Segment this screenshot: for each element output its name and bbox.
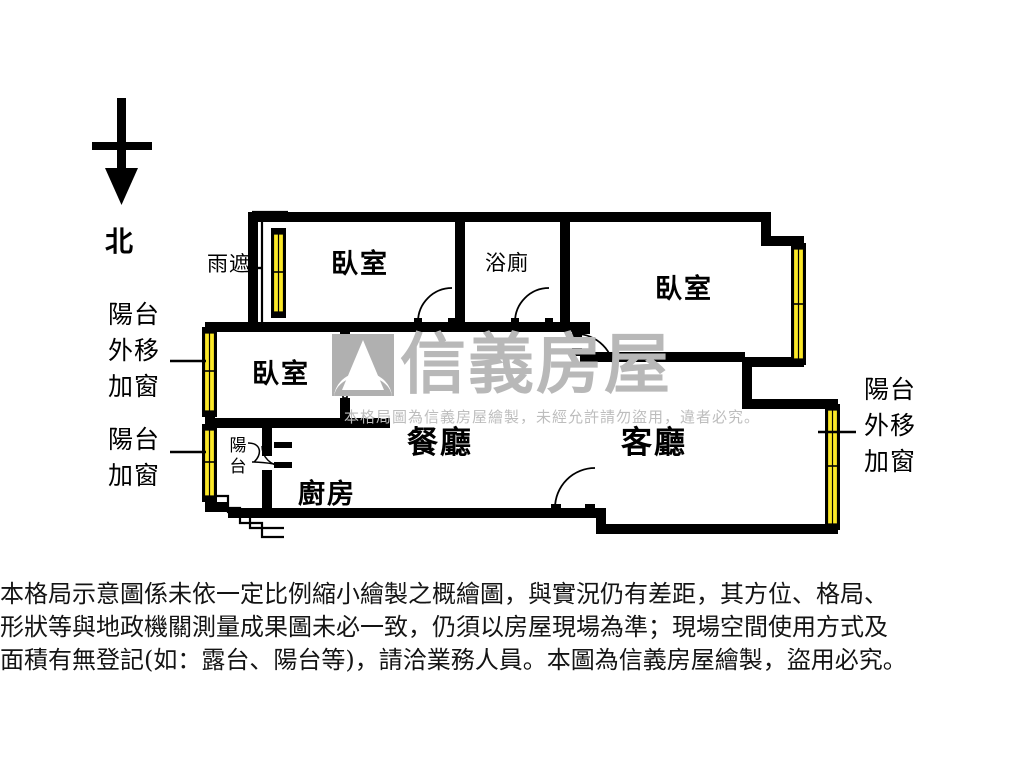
label-left-balcony-window-l2: 加窗	[108, 461, 161, 490]
north-label: 北	[105, 225, 134, 258]
label-left-balcony-extend-l3: 加窗	[108, 372, 161, 401]
label-right-balcony-extend: 陽台 外移 加窗	[864, 372, 916, 480]
window-left-upper	[202, 327, 217, 417]
room-label-bedroom-mid-left: 臥室	[252, 359, 310, 390]
label-left-balcony-window: 陽台 加窗	[108, 422, 160, 494]
leader-lines	[170, 266, 856, 454]
label-right-balcony-extend-l1: 陽台	[864, 375, 917, 404]
label-left-balcony-extend-l1: 陽台	[108, 300, 161, 329]
sliding-door-bedroom	[341, 344, 349, 402]
label-inner-balcony: 陽 台	[228, 436, 248, 478]
label-right-balcony-extend-l3: 加窗	[864, 447, 917, 476]
label-right-balcony-extend-l2: 外移	[864, 411, 917, 440]
disclaimer-line-2: 形狀等與地政機關測量成果圖未必一致，仍須以房屋現場為準；現場空間使用方式及	[0, 613, 888, 641]
label-inner-balcony-l2: 台	[229, 457, 247, 477]
room-label-kitchen: 廚房	[298, 479, 356, 510]
label-inner-balcony-l1: 陽	[229, 436, 247, 456]
label-rain-shield: 雨遮	[207, 252, 251, 276]
room-label-dining: 餐廳	[407, 425, 473, 461]
window-right-living	[825, 404, 840, 530]
north-arrow-icon	[92, 98, 152, 205]
label-left-balcony-extend-l2: 外移	[108, 336, 161, 365]
label-left-balcony-window-l1: 陽台	[108, 425, 161, 454]
window-right-bedroom	[791, 243, 806, 365]
door-leaves	[274, 318, 595, 514]
window-top-left	[271, 228, 286, 318]
windows	[202, 228, 840, 530]
disclaimer-line-3: 面積有無登記(如：露台、陽台等)，請洽業務人員。本圖為信義房屋繪製，盜用必究。	[0, 646, 907, 674]
room-label-bedroom-right: 臥室	[655, 274, 713, 305]
window-left-lower	[202, 424, 217, 502]
room-label-bathroom: 浴廁	[485, 251, 529, 275]
doors	[261, 287, 615, 509]
disclaimer: 本格局示意圖係未依一定比例縮小繪製之概繪圖，與實況仍有差距，其方位、格局、 形狀…	[0, 578, 1024, 677]
room-label-bedroom-top-left: 臥室	[331, 249, 389, 280]
inner-balcony-leader	[247, 442, 275, 465]
room-label-living: 客廳	[621, 425, 687, 461]
label-left-balcony-extend: 陽台 外移 加窗	[108, 297, 160, 405]
disclaimer-line-1: 本格局示意圖係未依一定比例縮小繪製之概繪圖，與實況仍有差距，其方位、格局、	[0, 580, 888, 608]
